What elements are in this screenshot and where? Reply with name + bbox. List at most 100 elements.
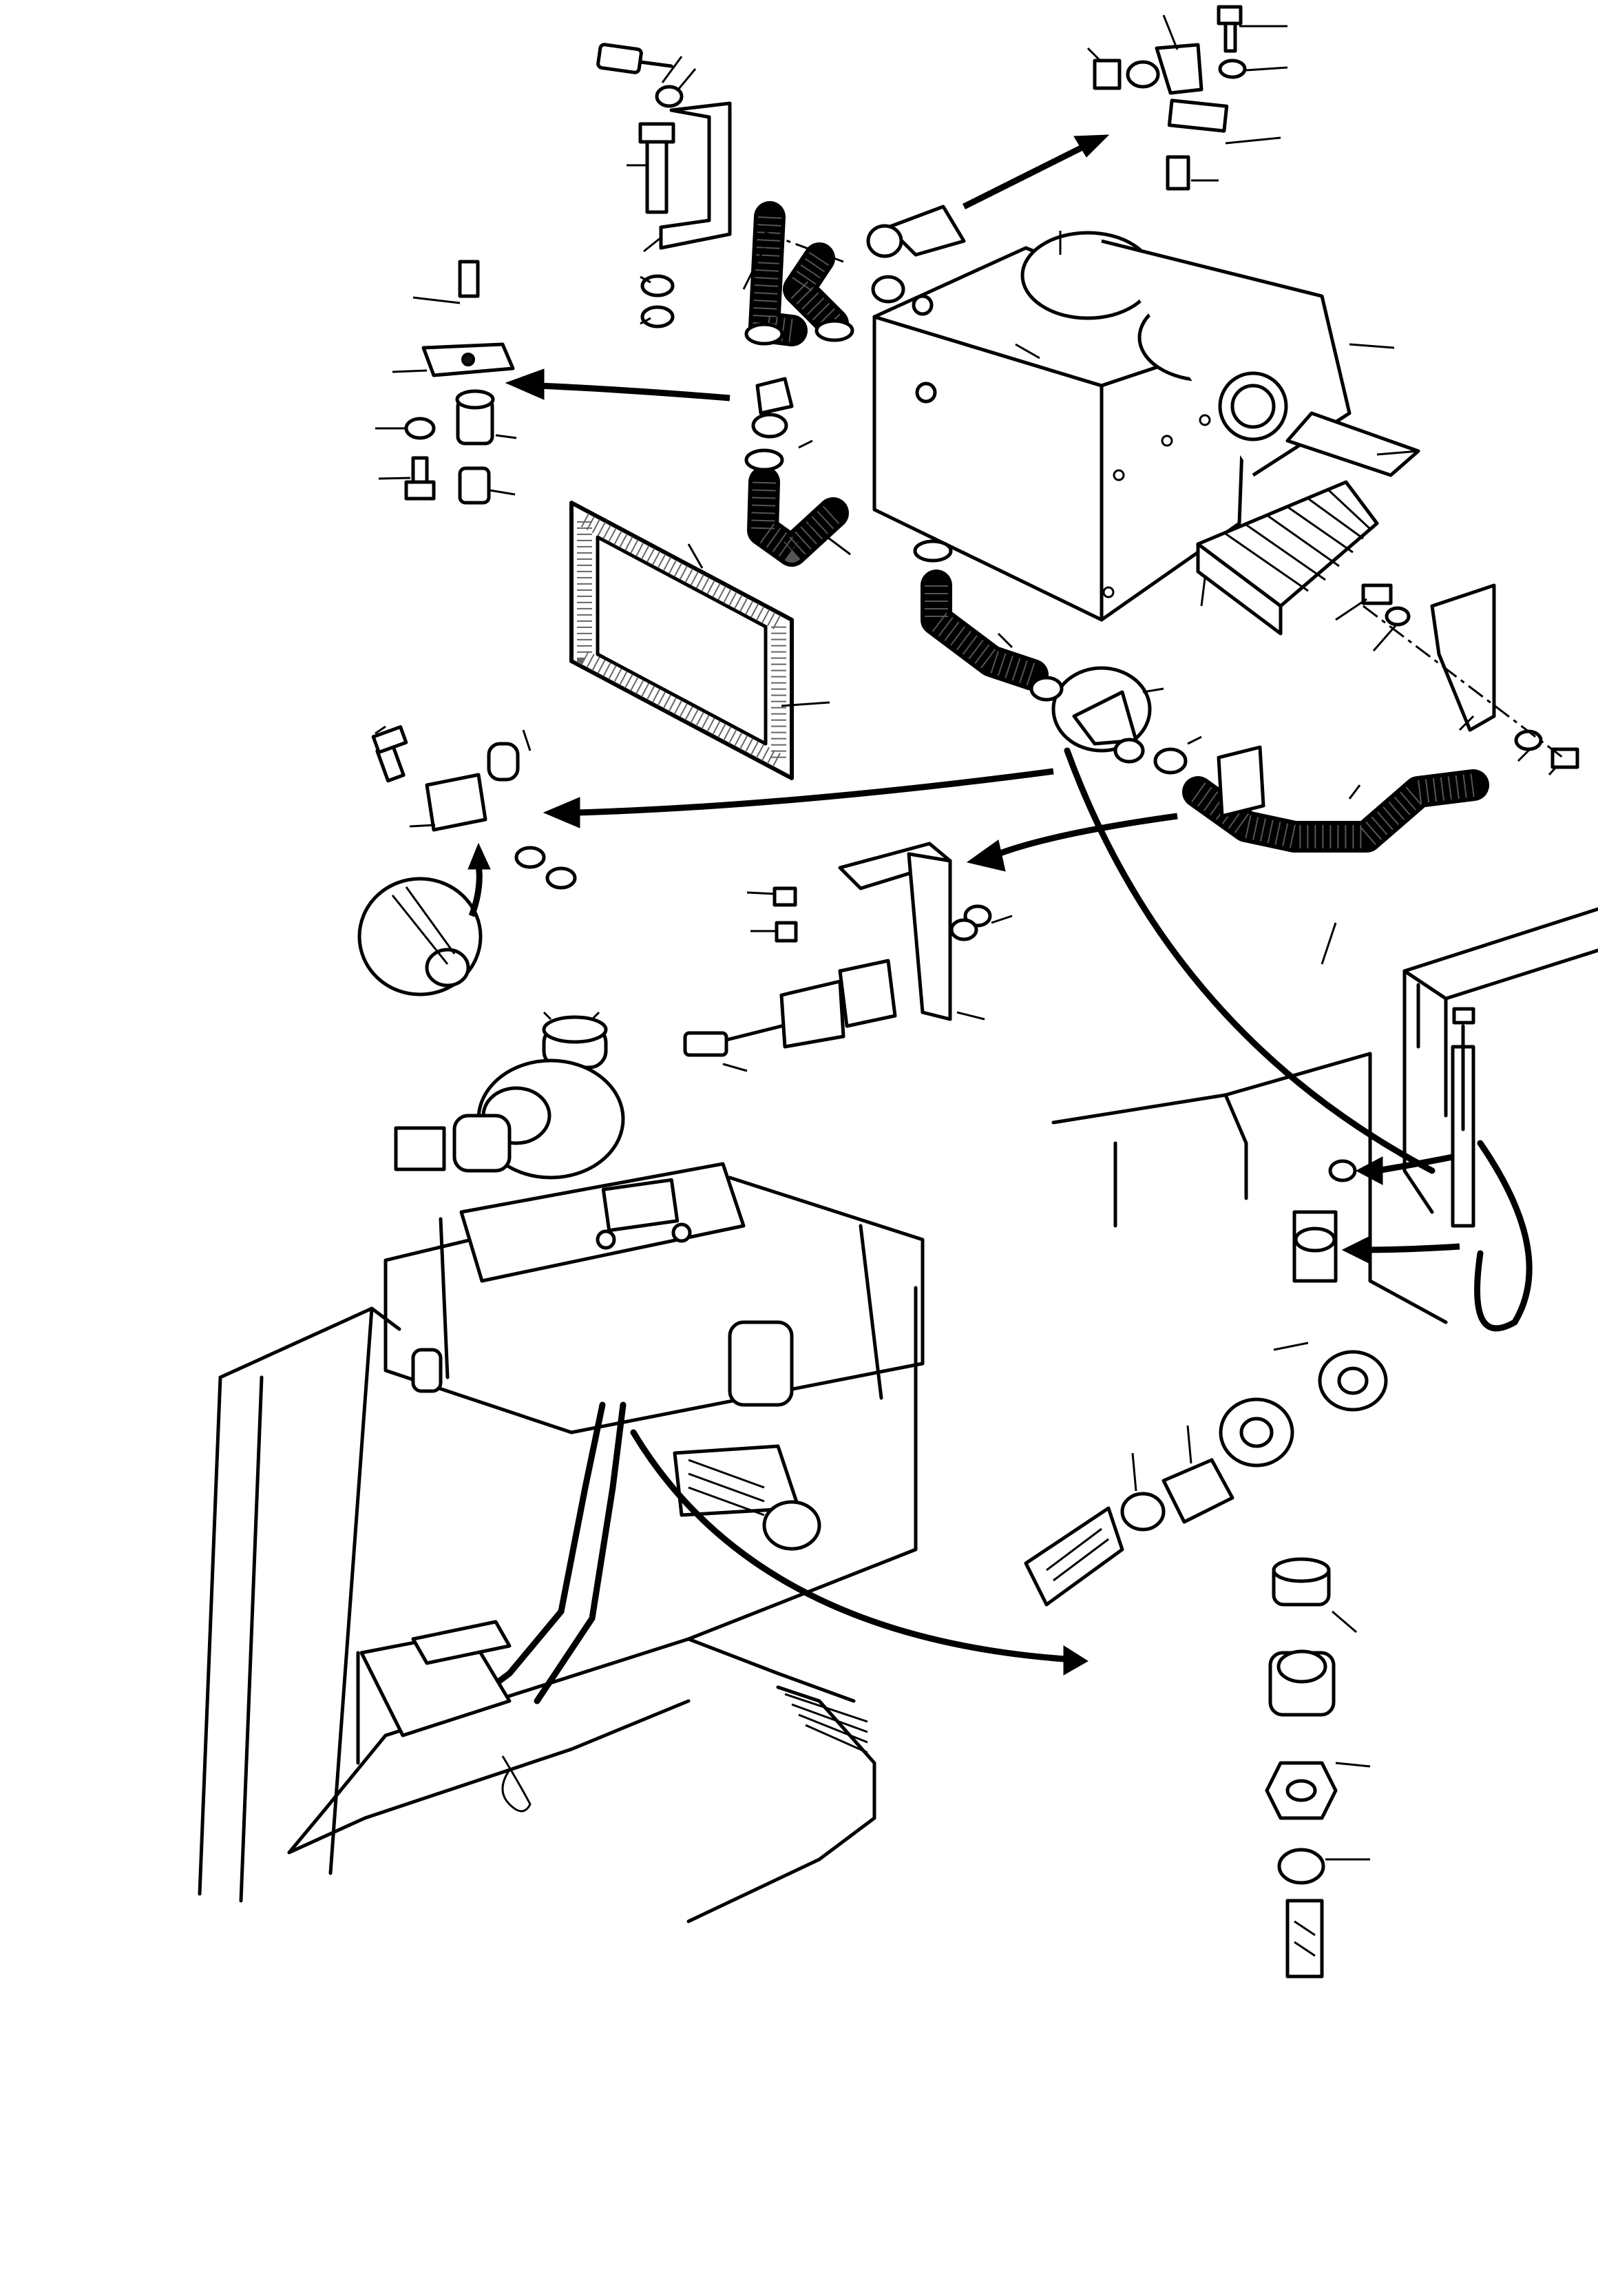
fuel-fitting xyxy=(671,1222,692,1243)
engine-assembly xyxy=(383,1011,925,1551)
upper-mounting-bracket-group xyxy=(596,43,732,328)
cable-end-fitting xyxy=(1452,1007,1475,1025)
fitting-lower-column xyxy=(1265,1557,1371,1979)
adapter-top xyxy=(1272,1557,1331,1583)
heater-unit xyxy=(872,231,1420,622)
valve-port xyxy=(866,224,903,258)
valve-fitting xyxy=(1166,155,1190,191)
pointer-arrow-clamp xyxy=(966,813,1178,872)
water-valve xyxy=(755,377,794,415)
heater-hoses-upper xyxy=(742,201,966,567)
bracket-bolt-vertical xyxy=(645,134,669,214)
nut xyxy=(1218,59,1247,79)
hose-clamp xyxy=(744,448,784,472)
bolt-hole xyxy=(1199,414,1211,426)
mounting-plate xyxy=(1167,98,1229,133)
starter xyxy=(728,1320,794,1407)
port xyxy=(915,382,937,404)
heater-hose-lower xyxy=(913,539,1064,702)
mounting-rail xyxy=(1285,411,1420,477)
engine-heater-hoses xyxy=(479,1401,1089,1704)
hose-with-bracket xyxy=(1182,745,1489,853)
bolt-head xyxy=(638,122,675,144)
alternator-pulley xyxy=(762,1500,821,1551)
cable-rod xyxy=(1451,1045,1475,1228)
washer xyxy=(404,417,436,440)
valve-nut xyxy=(871,275,905,304)
hose-clamp-upper xyxy=(1120,1492,1166,1532)
hose-end-upper xyxy=(1024,1506,1124,1607)
nut xyxy=(949,918,978,941)
knob-nut xyxy=(1153,747,1188,775)
heater-valve xyxy=(886,205,966,257)
cab-frame-right xyxy=(1051,907,1598,1332)
heater-core-side xyxy=(1196,542,1283,636)
hose-clamp xyxy=(1029,676,1064,702)
nut xyxy=(514,846,546,869)
injection-pump xyxy=(601,1178,680,1233)
screw-shank xyxy=(1223,21,1237,53)
union-nut-bore-lower xyxy=(1276,1649,1327,1684)
hose-end-lower xyxy=(1285,1899,1324,1979)
union-nut-bore xyxy=(1239,1417,1274,1448)
bracket-leg xyxy=(907,852,952,1021)
plate-hole xyxy=(461,353,475,366)
gasket-inner xyxy=(596,535,768,746)
screw-head xyxy=(404,480,436,501)
valve-body xyxy=(1093,59,1122,90)
hose-clamp-lower xyxy=(1277,1848,1325,1885)
hose-bracket xyxy=(1217,745,1265,818)
cable-nut xyxy=(1328,1159,1357,1182)
valve-clamp-bracket xyxy=(683,842,1013,1072)
knob-shaft xyxy=(1113,738,1145,764)
hose-clamp xyxy=(744,322,784,346)
knob-hub xyxy=(425,948,470,988)
bolt-head xyxy=(1361,583,1393,605)
hose-nipple xyxy=(1161,1458,1234,1524)
bolt-hole xyxy=(1102,586,1115,598)
left-valve-detail xyxy=(375,260,517,505)
fuel-fitting xyxy=(596,1229,616,1250)
washer xyxy=(655,85,684,108)
coolant-fittings-exploded xyxy=(1024,1342,1388,1979)
knob-screw-head xyxy=(371,725,408,754)
cleaner-elbow xyxy=(452,1114,512,1173)
elbow-fitting-assembly xyxy=(1086,5,1288,191)
lock-nut-bore xyxy=(1285,1779,1317,1802)
knob-sleeve xyxy=(487,742,520,782)
elbow-port xyxy=(1126,60,1160,89)
screw-head xyxy=(1217,5,1243,25)
pointer-arrow-knob-detail xyxy=(543,768,1054,828)
temperature-control-knob xyxy=(1051,666,1436,1174)
cable-clamp-detail xyxy=(1292,1210,1338,1283)
cable-clamp xyxy=(1294,1227,1336,1253)
bolt xyxy=(775,921,798,943)
heater-supply-hose xyxy=(479,1401,606,1698)
cab-frame-lower xyxy=(198,1286,918,1923)
port xyxy=(912,294,934,316)
hose-clamp xyxy=(913,539,953,563)
knob-clip xyxy=(425,773,487,832)
bolt-hole xyxy=(1113,469,1125,481)
nut xyxy=(545,866,577,890)
knob-detail xyxy=(357,725,577,996)
pointer-arrow-top-right xyxy=(962,134,1110,210)
valve-bottom-fitting xyxy=(458,466,491,505)
heater-gasket xyxy=(569,501,830,780)
relay-top xyxy=(411,1620,512,1665)
pointer-arrow-left-valve xyxy=(505,368,730,401)
relay-box xyxy=(356,1620,532,1813)
union-adapter-bore xyxy=(1337,1366,1369,1395)
clamp-bolt-head xyxy=(683,1031,728,1057)
bracket-bolt xyxy=(596,43,643,74)
washer xyxy=(1385,606,1411,627)
clamp-block-lower xyxy=(779,979,845,1049)
bolt-hole xyxy=(1161,435,1173,447)
cable-loop xyxy=(1474,1140,1533,1332)
hose-clamp xyxy=(814,319,854,342)
side-bracket xyxy=(1430,583,1496,732)
right-mounting-bracket xyxy=(1335,583,1579,776)
valve-top-fitting xyxy=(458,260,480,298)
pre-cleaner xyxy=(394,1126,446,1171)
